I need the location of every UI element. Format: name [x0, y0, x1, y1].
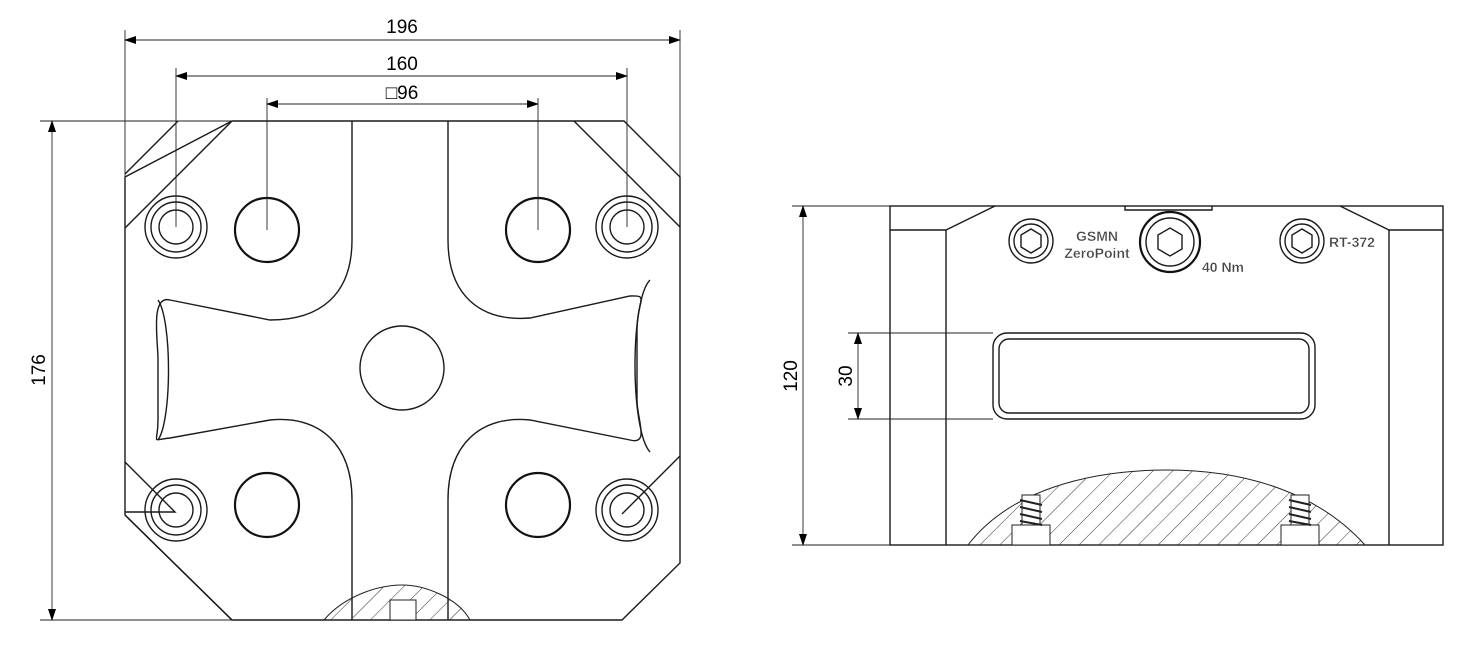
brand-line1: GSMN: [1076, 228, 1118, 244]
chamfer-line: [621, 455, 681, 515]
torque-label: 40 Nm: [1202, 259, 1244, 275]
top-view: 196 160 □96 176: [29, 17, 681, 621]
pattern-holes: [233, 196, 572, 539]
top-notch: [1124, 206, 1213, 211]
section-slot: [389, 599, 417, 621]
arm-edge: [157, 299, 170, 441]
spring-left: [1011, 494, 1051, 546]
hex-socket-icon: [1008, 218, 1054, 264]
dim-pattern-square: □96: [386, 83, 419, 104]
chamfer-line: [124, 461, 177, 513]
chamfer-line: [124, 120, 179, 175]
model-label: RT-372: [1329, 234, 1375, 250]
dim-slot-height: 30: [836, 365, 857, 386]
hex-socket-icon: [1279, 218, 1325, 264]
chamfer-line: [124, 514, 233, 621]
brand-line2: ZeroPoint: [1064, 245, 1130, 261]
spring-right: [1280, 494, 1320, 546]
center-hole: [359, 325, 445, 411]
top-view-outline: [124, 120, 681, 621]
hex-socket-icon: [1138, 210, 1202, 274]
side-section-hatch: [966, 469, 1367, 546]
side-view: GSMN ZeroPoint 40 Nm RT-372 120 30: [781, 205, 1444, 546]
chamfer-line: [124, 120, 233, 229]
dim-overall-height: 176: [29, 354, 50, 386]
cross-body-outline: [155, 121, 642, 620]
arm-edge: [634, 279, 651, 453]
dim-side-height: 120: [781, 360, 802, 392]
dim-overall-width: 196: [386, 17, 418, 38]
side-slot: [992, 332, 1316, 420]
counterbore-holes: [144, 195, 659, 542]
dim-bolt-spacing: 160: [386, 54, 418, 75]
